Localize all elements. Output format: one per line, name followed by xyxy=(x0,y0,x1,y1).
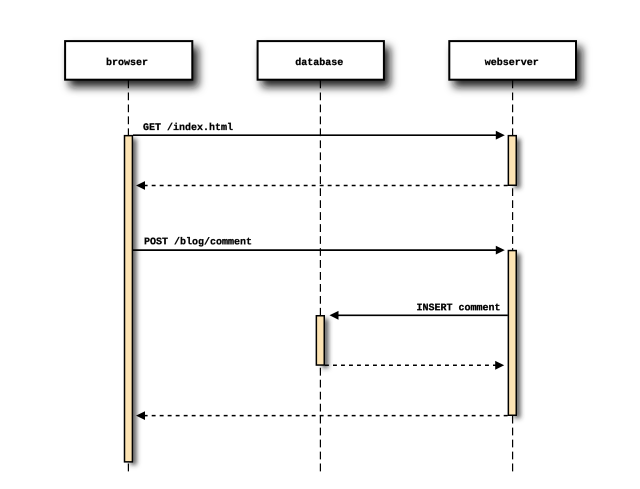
svg-text:GET /index.html: GET /index.html xyxy=(143,122,233,134)
svg-text:browser: browser xyxy=(106,57,148,69)
svg-text:INSERT comment: INSERT comment xyxy=(416,303,500,314)
svg-text:webserver: webserver xyxy=(485,57,539,69)
svg-text:POST /blog/comment: POST /blog/comment xyxy=(144,236,252,248)
svg-text:database: database xyxy=(295,57,343,69)
